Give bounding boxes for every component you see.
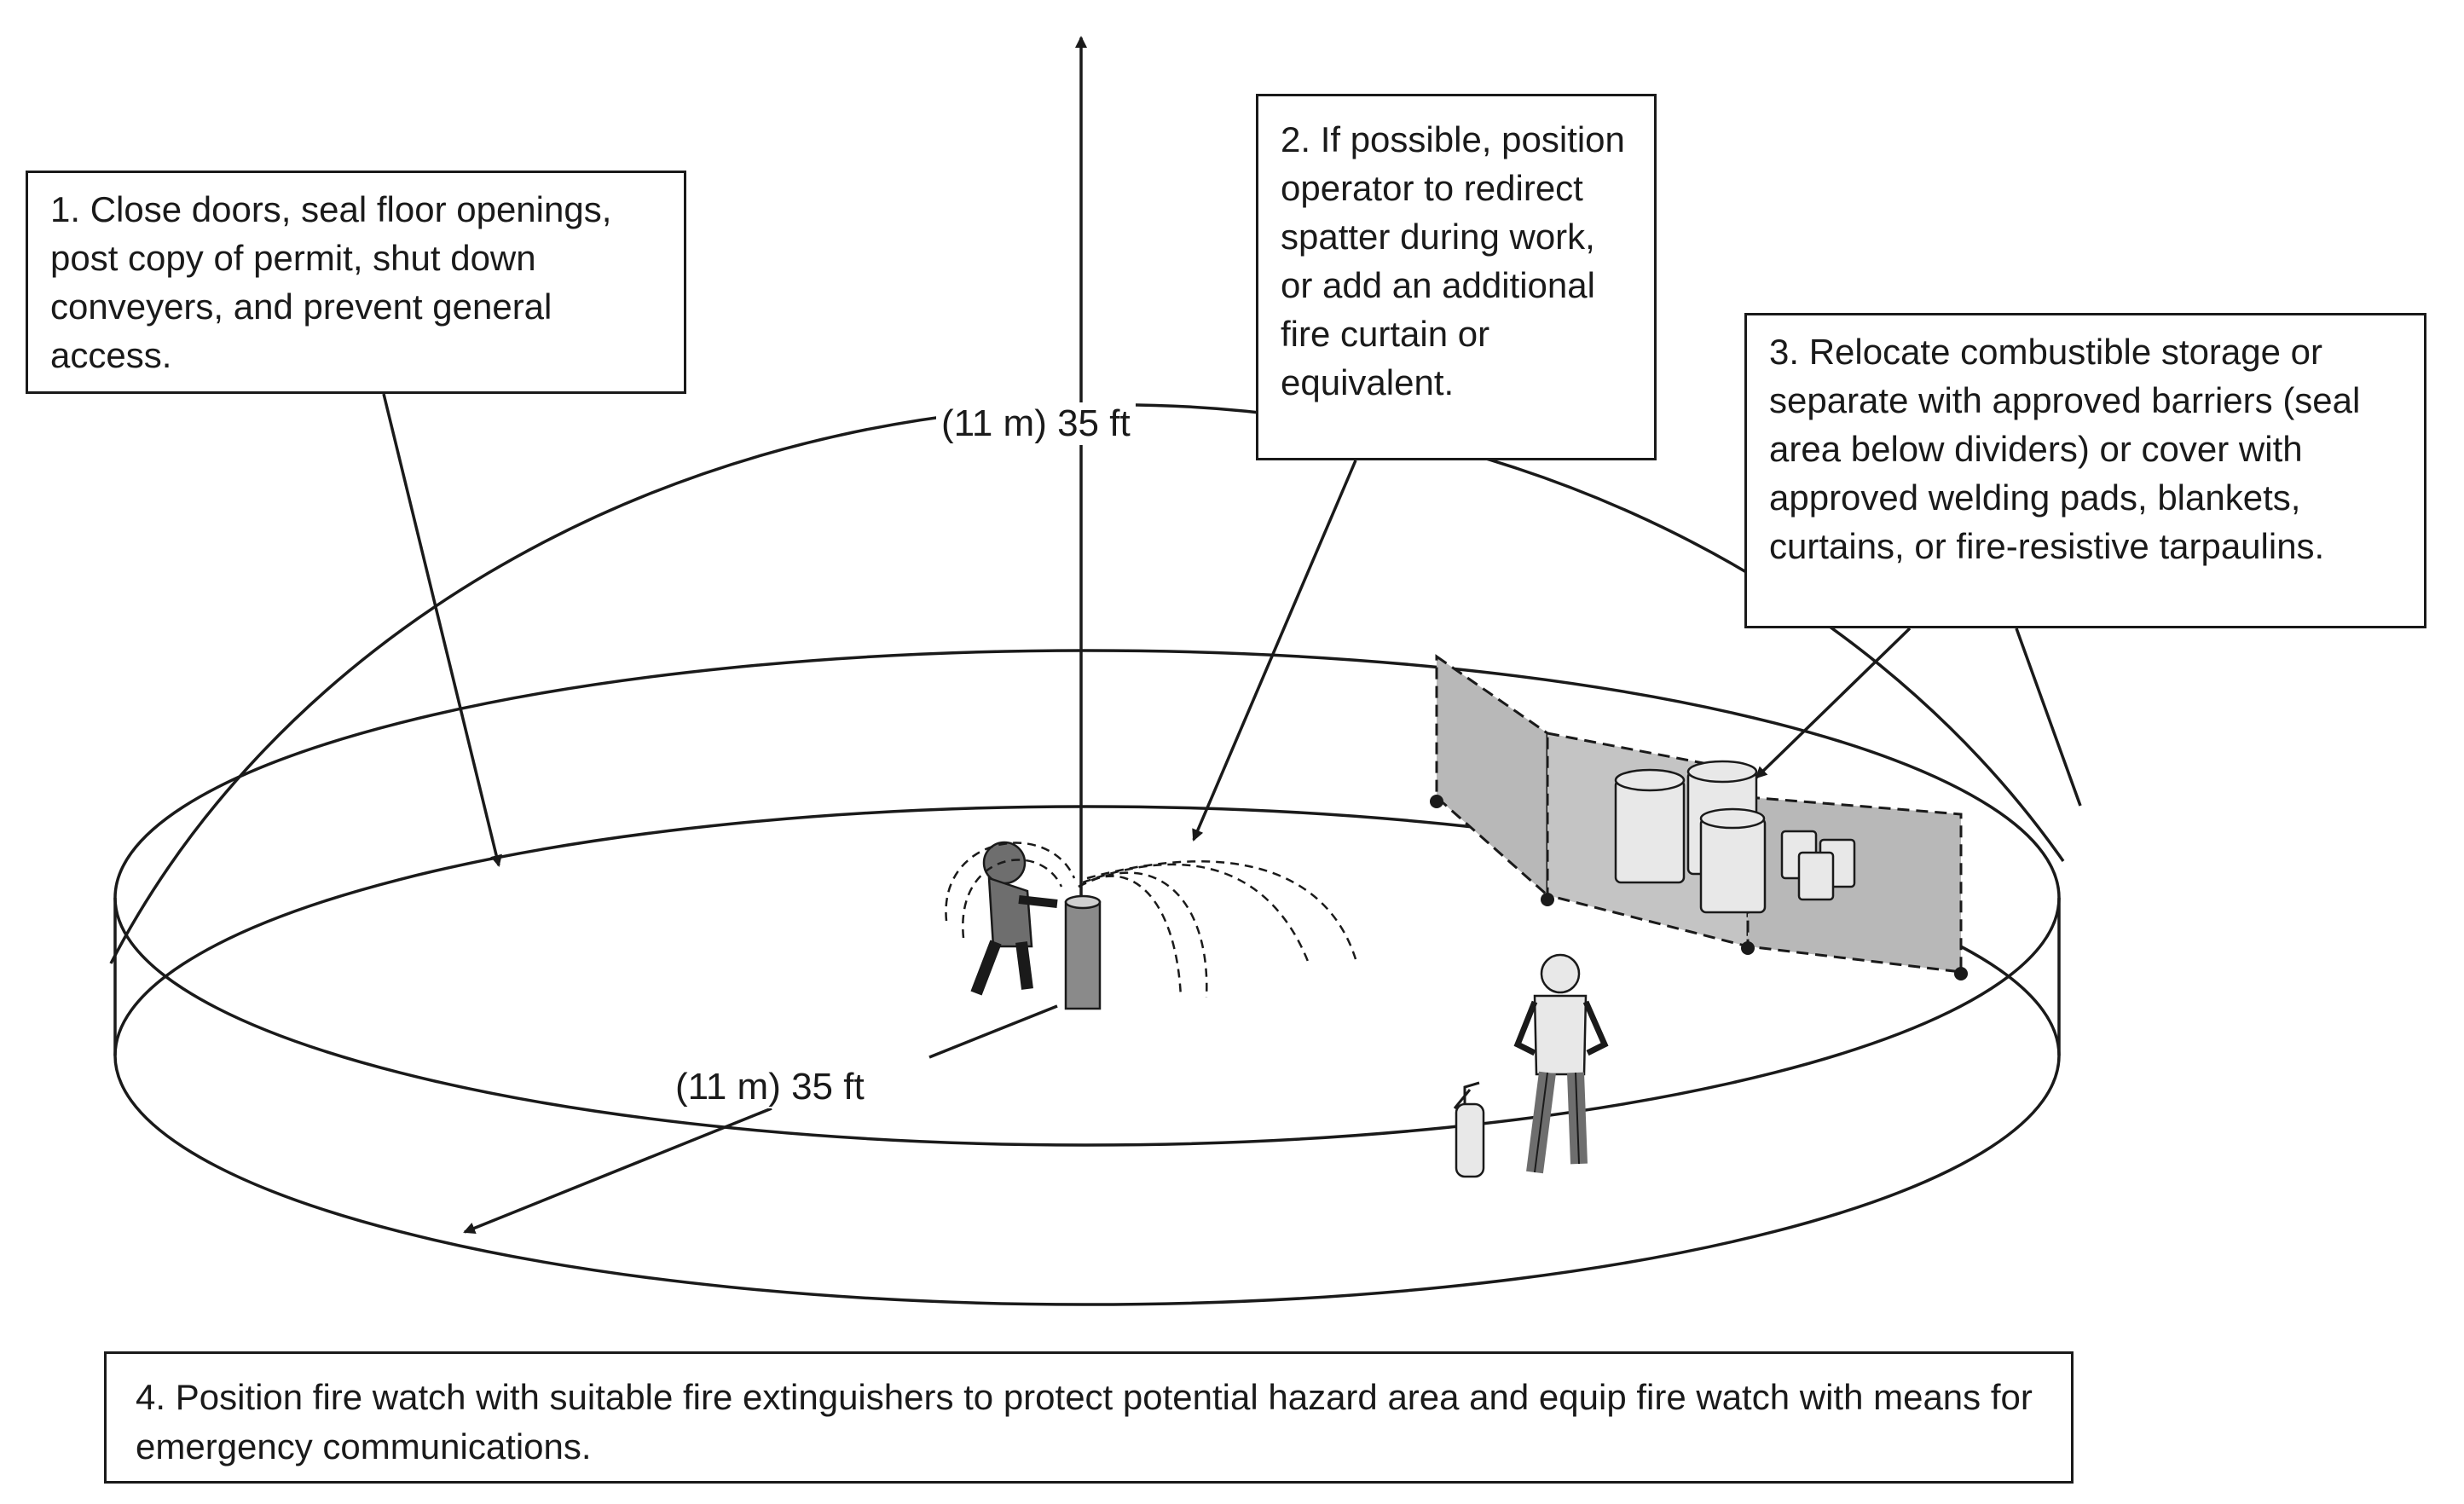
fire-watch-person-figure <box>1513 953 1609 1174</box>
callout-1-leader-arrow <box>382 393 502 867</box>
callout-3-text: 3. Relocate combustible storage or separ… <box>1769 332 2361 566</box>
callout-3-relocate-storage: 3. Relocate combustible storage or separ… <box>1744 313 2426 628</box>
radius-dimension-line <box>928 1004 1058 1059</box>
callout-4-fire-watch: 4. Position fire watch with suitable fir… <box>104 1351 2074 1484</box>
workpiece-column <box>1064 894 1102 1010</box>
combustible-storage-drums <box>1614 760 1856 914</box>
callout-3-leader-line <box>2015 628 2082 807</box>
callout-1-text: 1. Close doors, seal floor openings, pos… <box>50 189 612 375</box>
callout-2-text: 2. If possible, position operator to red… <box>1281 119 1625 402</box>
fire-extinguisher <box>1453 1081 1485 1178</box>
callout-4-text: 4. Position fire watch with suitable fir… <box>136 1377 2033 1466</box>
callout-3-leader-arrow <box>1755 627 1912 779</box>
callout-2-redirect-spatter: 2. If possible, position operator to red… <box>1256 94 1657 460</box>
callout-2-leader-arrow <box>1192 460 1357 842</box>
horizontal-dimension-label: (11 m) 35 ft <box>670 1066 870 1108</box>
welding-spatter-arcs <box>1078 860 1357 998</box>
radius-dimension-arrow <box>463 1107 772 1235</box>
welder-operator-figure <box>945 841 1076 996</box>
callout-1-close-doors: 1. Close doors, seal floor openings, pos… <box>26 171 686 394</box>
vertical-dimension-label: (11 m) 35 ft <box>936 402 1136 445</box>
